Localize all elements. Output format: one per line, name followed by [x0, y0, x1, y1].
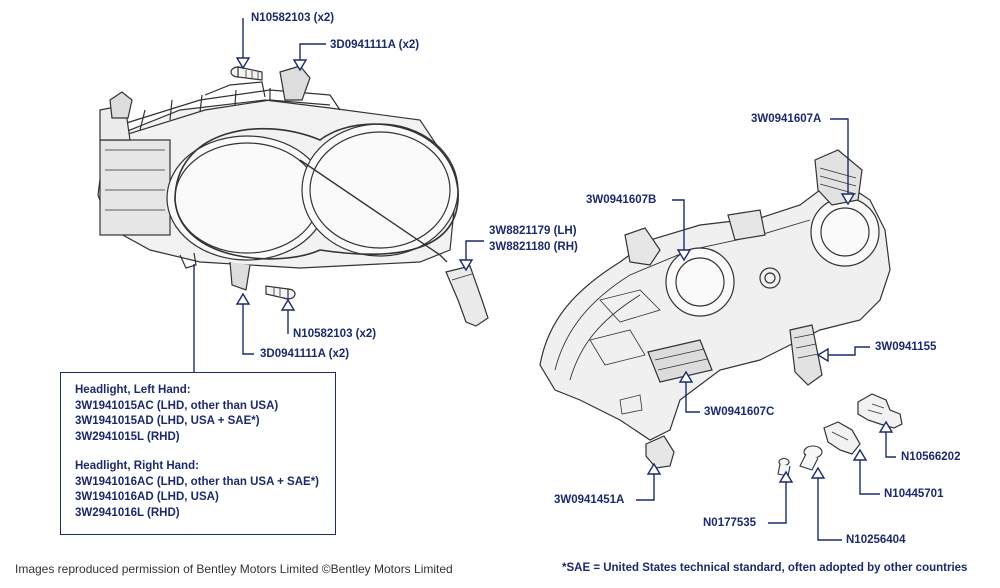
- label-3w0941607c: 3W0941607C: [704, 406, 775, 418]
- sae-footnote: *SAE = United States technical standard,…: [562, 562, 968, 574]
- bulb-n10256404-drawing: [799, 445, 823, 471]
- left-hand-item: 3W1941015AC (LHD, other than USA): [75, 399, 279, 412]
- label-n0177535: N0177535: [703, 517, 757, 529]
- label-3w0941451a: 3W0941451A: [554, 494, 625, 506]
- label-3d0941111a-bottom: 3D0941111A (x2): [260, 348, 350, 360]
- leader-lines: [193, 18, 896, 541]
- label-n10582103-bottom: N10582103 (x2): [293, 328, 377, 340]
- bulb-holder-n10566202-drawing: [857, 393, 903, 429]
- label-n10445701: N10445701: [884, 488, 944, 500]
- cap-3w0941451a-drawing: [645, 435, 675, 469]
- trim-cover-drawing: [445, 265, 489, 327]
- right-hand-item: 3W1941016AD (LHD, USA): [75, 491, 219, 503]
- right-hand-item: 3W2941016L (RHD): [75, 506, 180, 519]
- label-n10582103-top: N10582103 (x2): [251, 12, 335, 24]
- bolt-top-drawing: [230, 66, 263, 81]
- bulb-n0177535-drawing: [777, 457, 791, 477]
- label-3w8821179: 3W8821179 (LH): [489, 225, 577, 237]
- right-hand-title: Headlight, Right Hand:: [75, 460, 199, 472]
- right-hand-item: 3W1941016AC (LHD, other than USA + SAE*): [75, 475, 320, 488]
- label-3w0941607b: 3W0941607B: [586, 194, 657, 206]
- label-3w0941155: 3W0941155: [875, 341, 937, 353]
- label-3w8821180: 3W8821180 (RH): [489, 241, 578, 253]
- left-hand-item: 3W2941015L (RHD): [75, 430, 180, 443]
- left-hand-item: 3W1941015AD (LHD, USA + SAE*): [75, 415, 260, 427]
- leader-arrowheads: [235, 57, 894, 483]
- label-n10566202: N10566202: [901, 451, 961, 463]
- copyright-credit: Images reproduced permission of Bentley …: [15, 562, 453, 576]
- bulb-holder-n10445701-drawing: [823, 421, 861, 455]
- label-n10256404: N10256404: [846, 534, 906, 546]
- bolt-bottom-drawing: [265, 285, 296, 300]
- left-headlight-drawing: [97, 65, 459, 291]
- left-hand-title: Headlight, Left Hand:: [75, 384, 191, 396]
- label-3d0941111a-top: 3D0941111A (x2): [330, 39, 420, 51]
- headlight-parts-box: Headlight, Left Hand: 3W1941015AC (LHD, …: [60, 372, 336, 535]
- right-headlight-drawing: [539, 149, 891, 441]
- label-3w0941607a: 3W0941607A: [751, 113, 822, 125]
